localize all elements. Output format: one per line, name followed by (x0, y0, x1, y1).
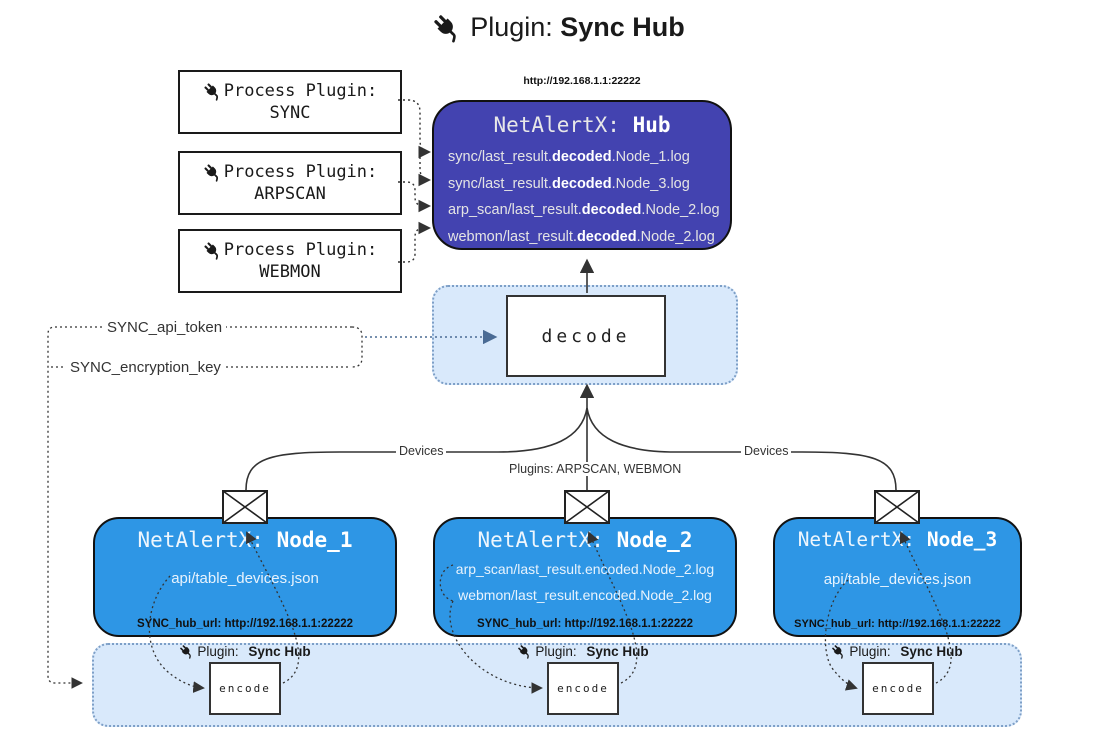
plug-icon (179, 644, 194, 659)
link-sync-to-hub-2 (418, 152, 432, 187)
plug-icon (517, 644, 532, 659)
plug-icon (203, 241, 222, 260)
edge-label-plugins: Plugins: ARPSCAN, WEBMON (506, 462, 685, 476)
process-plugin-name: WEBMON (259, 262, 321, 282)
hub-url-label: http://192.168.1.1:22222 (523, 75, 641, 87)
sync-encryption-key-label: SYNC_encryption_key (66, 359, 225, 376)
plug-icon (831, 644, 846, 659)
sync-api-token-label: SYNC_api_token (103, 319, 227, 336)
hub-log-line: arp_scan/last_result.decoded.Node_2.log (448, 202, 720, 218)
plug-icon (203, 163, 222, 182)
encoder-2-label: Plugin: Sync Hub (503, 644, 663, 659)
hub-log-line: sync/last_result.decoded.Node_1.log (448, 149, 690, 165)
edge-label-devices-left: Devices (396, 444, 447, 458)
plug-icon (432, 13, 462, 43)
process-plugin-label: Process Plugin: (223, 81, 378, 101)
node-3-box: NetAlertX: Node_3 api/table_devices.json… (773, 517, 1022, 637)
hub-box: NetAlertX: Hub sync/last_result.decoded.… (432, 100, 732, 250)
process-plugin-name: SYNC (269, 103, 311, 123)
envelope-icon (874, 490, 920, 524)
process-plugin-name: ARPSCAN (254, 184, 326, 204)
decode-box: decode (506, 295, 666, 377)
node-1-box: NetAlertX: Node_1 api/table_devices.json… (93, 517, 397, 637)
node-3-title: NetAlertX: Node_3 (797, 528, 998, 551)
encoder-1-label: Plugin: Sync Hub (165, 644, 325, 659)
node-2-title: NetAlertX: Node_2 (477, 528, 693, 552)
node-2-box: NetAlertX: Node_2 arp_scan/last_result.e… (433, 517, 737, 637)
node-2-line: arp_scan/last_result.encoded.Node_2.log (455, 561, 715, 577)
edge-label-devices-right: Devices (741, 444, 792, 458)
encode-box-1: encode (209, 662, 281, 715)
page-title-text: Plugin: Sync Hub (470, 12, 685, 42)
encode-box-3: encode (862, 662, 934, 715)
process-plugin-label: Process Plugin: (223, 240, 378, 260)
process-plugin-box-arpscan: Process Plugin: ARPSCAN (178, 151, 402, 215)
node-3-hub-url: SYNC_hub_url: http://192.168.1.1:22222 (794, 618, 1001, 630)
envelope-icon (222, 490, 268, 524)
hub-log-list: sync/last_result.decoded.Node_1.log sync… (448, 144, 726, 250)
node-1-hub-url: SYNC_hub_url: http://192.168.1.1:22222 (136, 618, 354, 630)
envelope-icon (564, 490, 610, 524)
node-2-hub-url: SYNC_hub_url: http://192.168.1.1:22222 (476, 618, 694, 630)
hub-log-line: webmon/last_result.decoded.Node_2.log (448, 228, 715, 245)
node-1-line: api/table_devices.json (171, 570, 319, 587)
node-3-line: api/table_devices.json (823, 571, 972, 588)
page-title: Plugin: Sync Hub (0, 12, 1117, 43)
secrets-bracket (351, 326, 363, 368)
link-arpscan-to-hub (398, 181, 432, 213)
link-webmon-to-hub (398, 221, 432, 263)
encoder-3-label: Plugin: Sync Hub (817, 644, 977, 659)
process-plugin-box-sync: Process Plugin: SYNC (178, 70, 402, 134)
hub-title: NetAlertX: Hub (493, 113, 671, 137)
process-plugin-box-webmon: Process Plugin: WEBMON (178, 229, 402, 293)
plug-icon (203, 82, 222, 101)
node-1-title: NetAlertX: Node_1 (137, 528, 353, 552)
link-sync-to-hub-1 (398, 99, 432, 159)
hub-log-line: sync/last_result.decoded.Node_3.log (448, 175, 690, 192)
node-2-line: webmon/last_result.encoded.Node_2.log (458, 587, 712, 603)
process-plugin-label: Process Plugin: (223, 162, 378, 182)
encode-box-2: encode (547, 662, 619, 715)
